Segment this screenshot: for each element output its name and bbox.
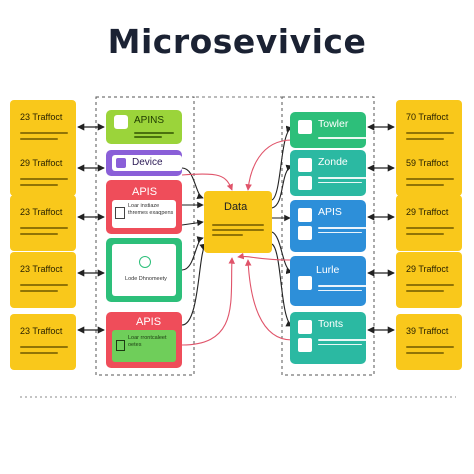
service-title: Device	[132, 157, 163, 168]
right-traffic-label: 59 Traffoct	[406, 158, 449, 168]
device-icon	[116, 158, 126, 168]
service-title: APIS	[318, 206, 342, 218]
document-icon	[116, 340, 125, 351]
data-node: Data	[204, 191, 272, 253]
service-zonde: Zonde	[290, 150, 373, 196]
service-apis-1: APIS Loar instiaze thremes exaqpens	[106, 180, 182, 234]
service-title: Towler	[318, 118, 349, 130]
right-traffic-card-3: 29 Traffoct	[396, 195, 462, 251]
service-desc: Loar rrontcaleet oetes	[128, 335, 167, 348]
right-traffic-label: 29 Traffoct	[406, 207, 449, 217]
left-traffic-label: 23 Traffoct	[20, 264, 63, 274]
data-title: Data	[224, 201, 248, 213]
left-traffic-card-3: 23 Traffoct	[10, 195, 76, 251]
page-title: Microsevivice	[107, 22, 367, 61]
right-traffic-label: 39 Traffoct	[406, 326, 449, 336]
list-icon	[298, 120, 312, 134]
service-desc: Loar instiaze thremes exaqpens	[128, 203, 174, 216]
service-towler: Towler	[290, 112, 373, 148]
left-traffic-card-1: 23 Traffoct	[10, 100, 76, 154]
folder-icon	[298, 320, 312, 334]
service-title: APIS	[136, 316, 162, 328]
document-icon	[115, 207, 125, 219]
service-apis-2: APIS Loar rrontcaleet oetes	[106, 312, 182, 368]
left-traffic-card-4: 23 Traffoct	[10, 252, 76, 308]
service-desc: Lode Dhnomeety	[125, 276, 167, 282]
service-device: Device	[106, 150, 182, 176]
left-traffic-label: 23 Traffoct	[20, 207, 63, 217]
right-traffic-card-5: 39 Traffoct	[396, 314, 462, 370]
service-title: APINS	[134, 115, 165, 126]
left-traffic-card-2: 29 Traffoct	[10, 146, 76, 196]
service-tonts: Tonts	[290, 312, 373, 364]
left-traffic-label: 23 Traffoct	[20, 112, 63, 122]
window-icon	[298, 226, 312, 240]
service-title: Zonde	[318, 156, 348, 168]
left-traffic-label: 29 Traffoct	[20, 158, 63, 168]
service-title: Lurle	[316, 264, 340, 276]
left-traffic-label: 23 Traffoct	[20, 326, 63, 336]
chart-icon	[298, 276, 312, 290]
window-icon	[298, 176, 312, 190]
right-traffic-card-1: 70 Traffoct	[396, 100, 462, 154]
api-icon	[114, 115, 128, 129]
service-apins: APINS	[106, 110, 182, 144]
left-traffic-card-5: 23 Traffoct	[10, 314, 76, 370]
service-lode: Lode Dhnomeety	[106, 238, 182, 302]
right-traffic-label: 29 Traffoct	[406, 264, 449, 274]
service-title: APIS	[132, 186, 158, 198]
screen-icon	[298, 338, 312, 352]
service-apis-right: APIS	[290, 200, 373, 252]
right-traffic-label: 70 Traffoct	[406, 112, 449, 122]
service-lurle: Lurle	[290, 256, 373, 306]
grid-icon	[298, 208, 312, 222]
right-traffic-card-4: 29 Traffoct	[396, 252, 462, 308]
right-traffic-card-2: 59 Traffoct	[396, 146, 462, 196]
service-title: Tonts	[318, 318, 344, 330]
database-icon	[298, 158, 312, 172]
bot-icon	[139, 256, 151, 268]
